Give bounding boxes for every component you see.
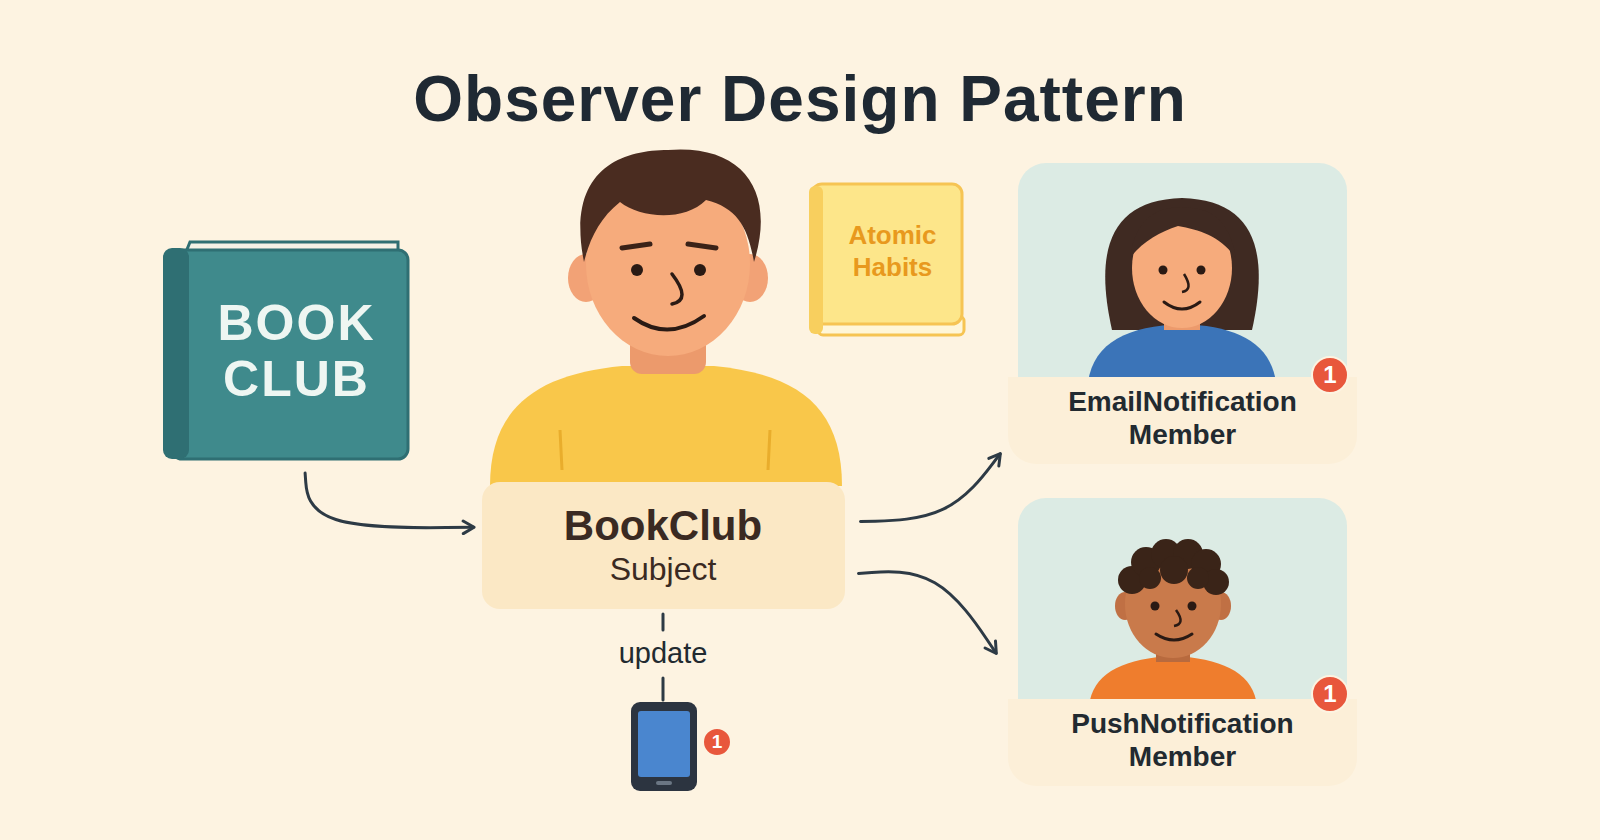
nose (672, 274, 682, 304)
smile (1156, 634, 1192, 640)
eye (1159, 266, 1168, 275)
flow-arrow (305, 473, 473, 528)
curly-hair (1118, 539, 1229, 595)
node-title: Atomic Habits (828, 219, 958, 284)
subject-box: BookClubSubject (482, 482, 845, 609)
book-cover (172, 250, 408, 459)
notification-badge: 1 (1311, 675, 1349, 713)
eye (1197, 266, 1206, 275)
book-club-book (163, 242, 408, 459)
nose (1174, 610, 1181, 626)
book-node: BOOK CLUB (163, 242, 408, 459)
atomic-habits-book (809, 184, 964, 335)
node-subtitle: Subject (610, 550, 717, 588)
fringe (1130, 208, 1236, 258)
phone-body (631, 702, 697, 791)
notification-badge: 1 (702, 727, 732, 757)
notification-badge: 1 (1311, 356, 1349, 394)
node-title: BookClub (564, 502, 762, 550)
shirt (1088, 324, 1276, 382)
shirt (1090, 656, 1256, 700)
eyebrow (622, 244, 716, 248)
member-card: EmailNotification Member (1008, 163, 1357, 464)
hair (1105, 198, 1259, 330)
node-title: PushNotification Member (1008, 699, 1357, 786)
shirt-fold (560, 430, 770, 470)
phone-button (656, 781, 672, 785)
phone-screen (638, 711, 690, 777)
flow-arrow (861, 454, 1001, 522)
smile (1164, 302, 1200, 309)
eye (694, 264, 706, 276)
eye (631, 264, 643, 276)
member-card: PushNotification Member (1008, 498, 1357, 786)
nose (1182, 274, 1189, 292)
node-title: BOOK CLUB (202, 295, 392, 407)
eye (1151, 602, 1160, 611)
book-node: Atomic Habits (809, 184, 966, 318)
book-spine (809, 186, 823, 334)
hair (580, 149, 760, 262)
diagram-title: Observer Design Pattern (0, 62, 1600, 136)
phone-icon (631, 702, 697, 791)
book-cover (812, 184, 962, 324)
eye (1188, 602, 1197, 611)
node-title: EmailNotification Member (1008, 377, 1357, 464)
update-label: update (613, 637, 714, 670)
flow-arrow (859, 572, 997, 653)
subject-person (490, 149, 842, 486)
shirt (490, 366, 842, 486)
book-spine (163, 248, 189, 459)
smile (634, 316, 704, 330)
